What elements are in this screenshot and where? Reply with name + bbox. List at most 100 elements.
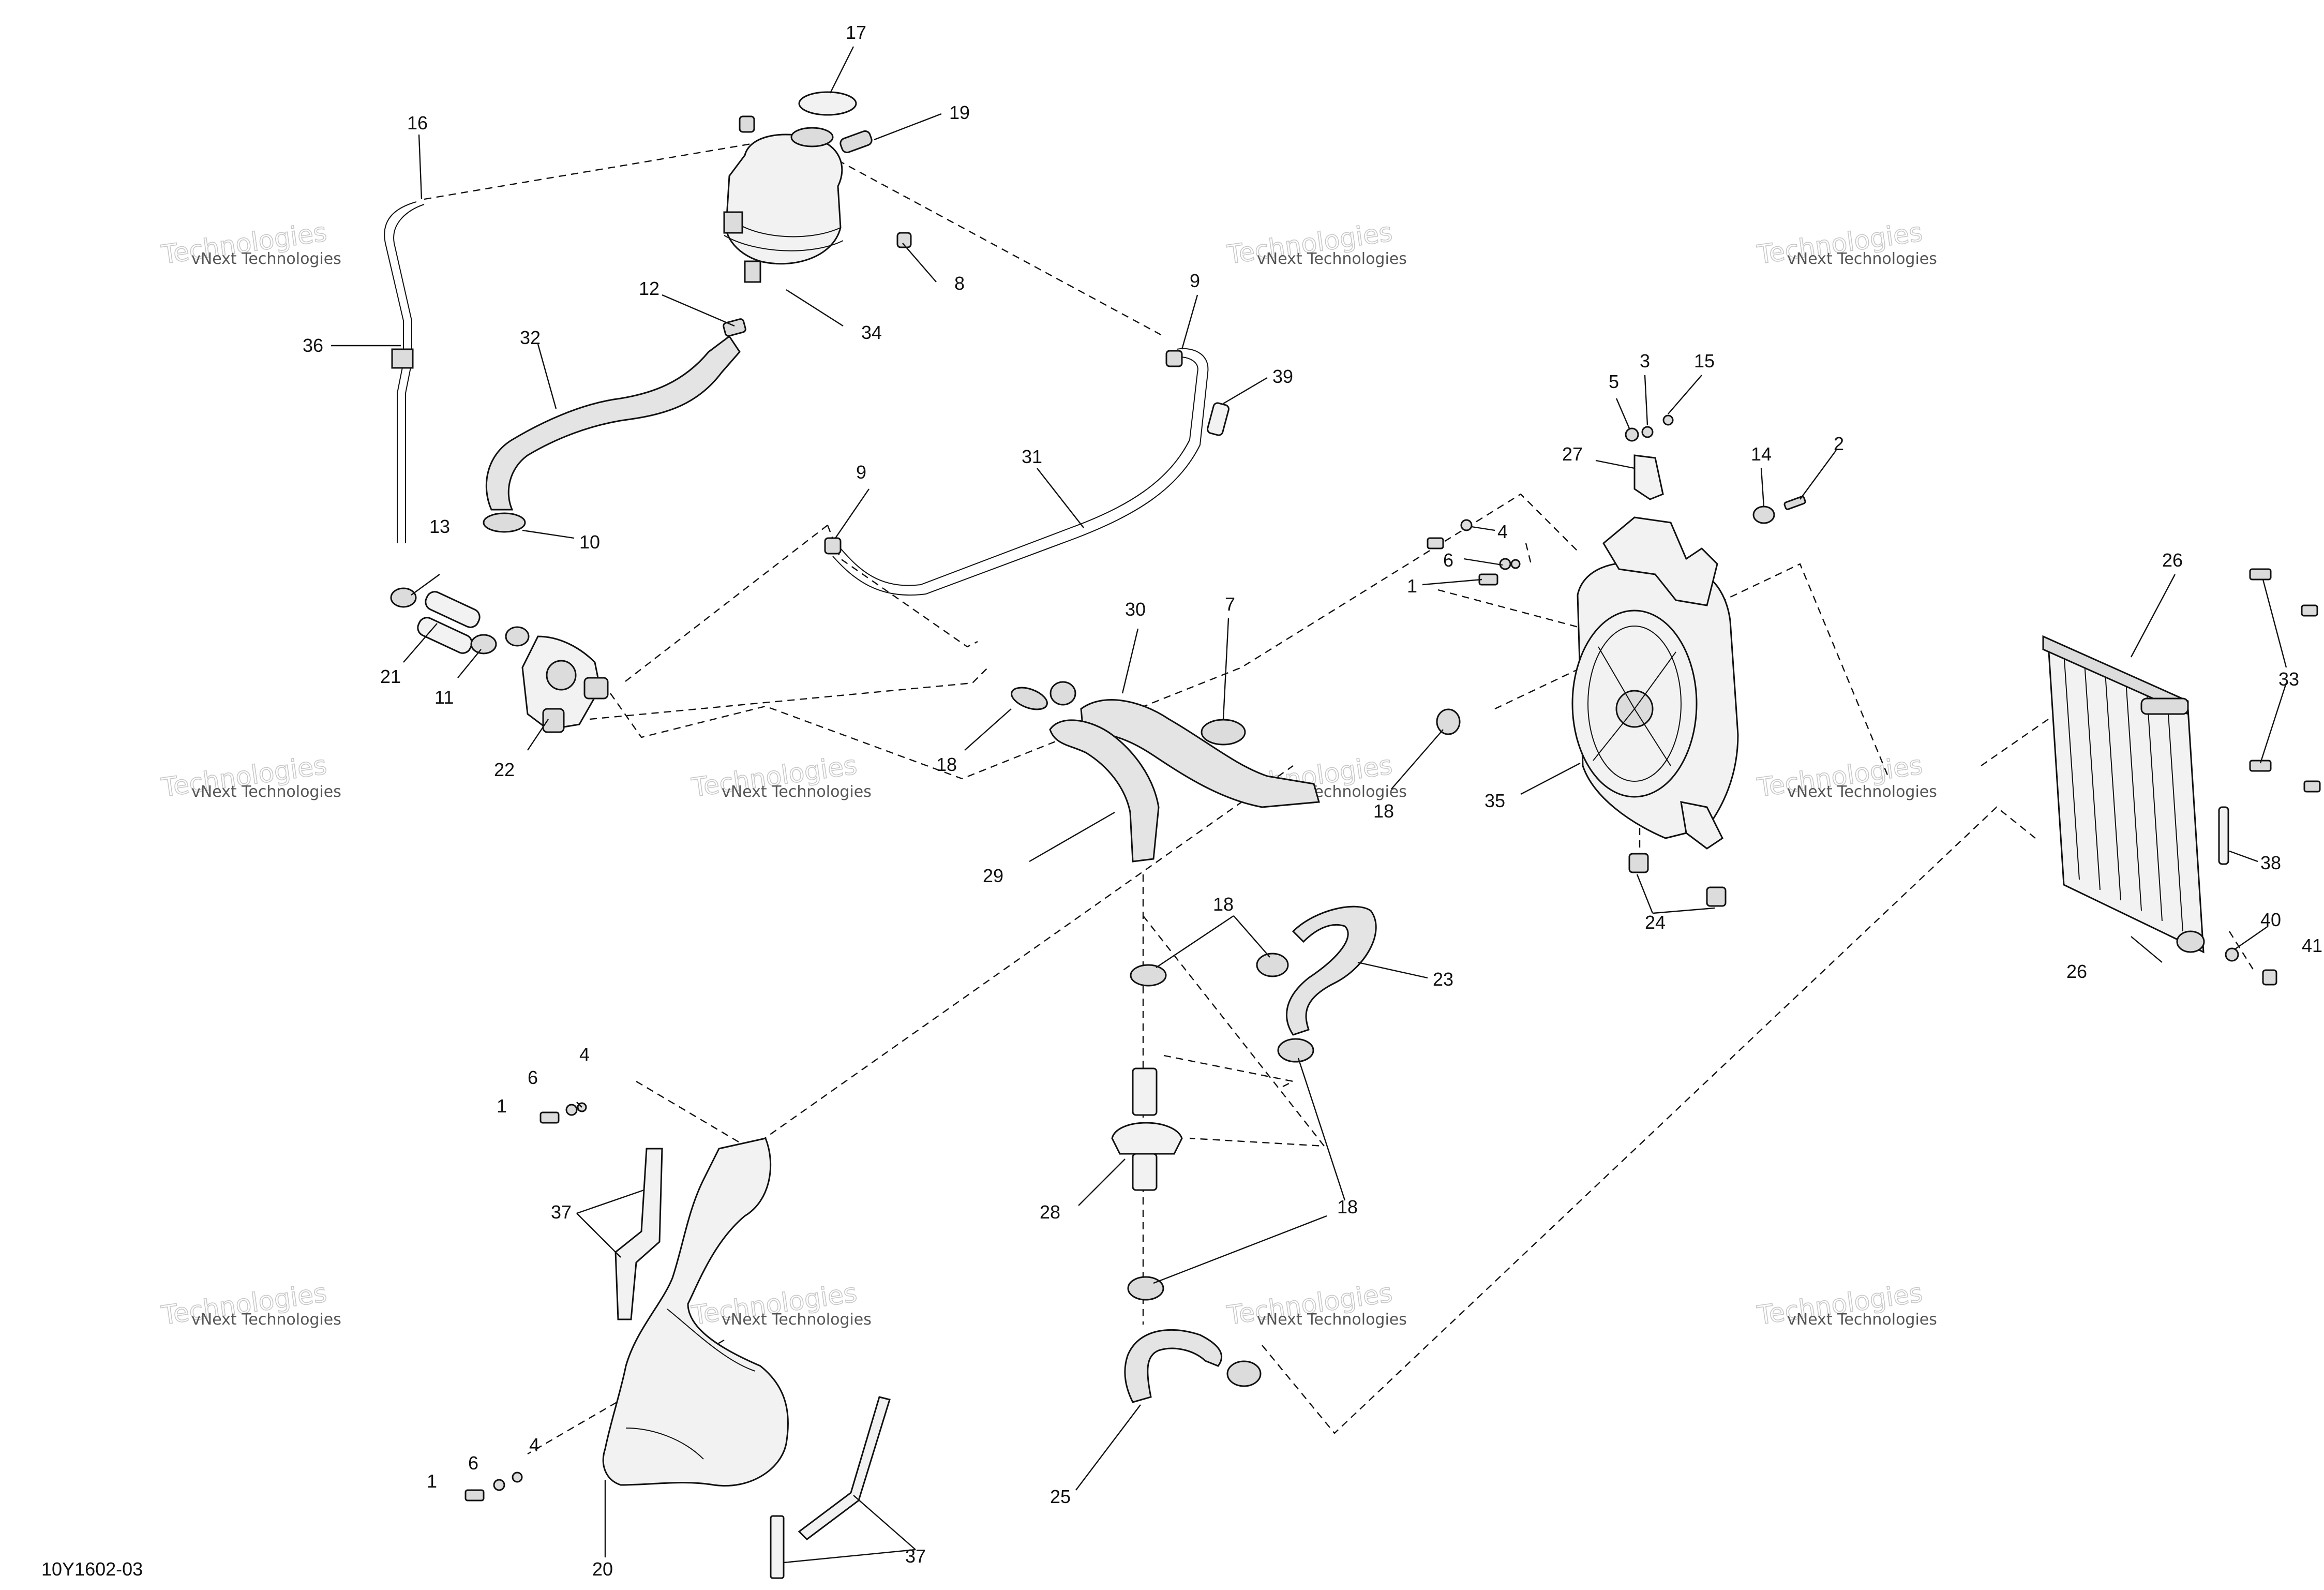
hose-fitting xyxy=(425,591,481,628)
callout-labels: 17 19 16 8 12 34 36 32 9 39 31 9 13 10 2… xyxy=(303,22,2322,1580)
radiator-hose-upper xyxy=(485,335,741,511)
protective-sleeve xyxy=(1207,402,1230,436)
callout-26b: 26 xyxy=(2066,961,2087,982)
callout-2: 2 xyxy=(1834,433,1844,454)
overflow-hose xyxy=(384,201,417,543)
callout-12: 12 xyxy=(639,278,659,299)
washer xyxy=(1460,519,1473,531)
washer xyxy=(2225,947,2239,962)
callout-36: 36 xyxy=(303,335,323,356)
screw xyxy=(739,115,755,133)
coolant-reservoir xyxy=(723,127,844,283)
washer xyxy=(1499,558,1511,570)
bypass-hose xyxy=(840,356,1198,586)
callout-37a: 37 xyxy=(551,1201,572,1223)
callout-31: 31 xyxy=(1022,446,1042,467)
hose-clamp xyxy=(470,634,497,655)
callout-24: 24 xyxy=(1645,912,1666,933)
screw xyxy=(2262,969,2277,986)
parts-layer xyxy=(384,91,2321,1579)
callout-18c: 18 xyxy=(1213,894,1234,915)
radiator-hose-29 xyxy=(1049,719,1160,863)
air-deflector xyxy=(602,1137,789,1487)
callout-1a: 1 xyxy=(1407,575,1417,597)
hose-clamp xyxy=(1256,953,1289,977)
callout-8: 8 xyxy=(954,273,965,294)
watermark: Technologies vNext Technologies xyxy=(689,750,872,804)
callout-38: 38 xyxy=(2260,852,2281,873)
watermark-text: vNext Technologies xyxy=(191,250,341,268)
coolant-hose-23 xyxy=(1286,905,1377,1036)
watermark: Technologies vNext Technologies xyxy=(689,1277,872,1331)
callout-11: 11 xyxy=(434,687,454,708)
callout-27: 27 xyxy=(1562,443,1583,465)
bolt xyxy=(1427,537,1444,549)
hose-clamp xyxy=(824,537,842,555)
clip xyxy=(2301,604,2318,617)
callout-1c: 1 xyxy=(427,1470,437,1492)
watermark: Technologies vNext Technologies xyxy=(1224,217,1407,271)
thermostat-housing xyxy=(521,635,609,733)
callout-22: 22 xyxy=(494,759,515,780)
callout-33: 33 xyxy=(2278,668,2299,690)
callout-6a: 6 xyxy=(1443,549,1453,571)
protective-sleeve xyxy=(2218,806,2229,865)
watermark-text: vNext Technologies xyxy=(1787,250,1937,268)
hose-clamp xyxy=(723,318,746,337)
washer xyxy=(1662,414,1674,426)
clip xyxy=(2303,780,2321,793)
washer xyxy=(493,1479,505,1491)
callout-18d: 18 xyxy=(1337,1196,1358,1217)
watermark: Technologies vNext Technologies xyxy=(159,1277,341,1331)
callout-16: 16 xyxy=(407,112,428,133)
callout-17: 17 xyxy=(846,22,866,43)
watermark-text: vNext Technologies xyxy=(1257,250,1407,268)
washer xyxy=(565,1104,578,1116)
radiator-hose-30 xyxy=(1080,699,1320,808)
callout-9b: 9 xyxy=(856,462,866,483)
rubber-damper xyxy=(1706,886,1727,907)
bolt xyxy=(1478,573,1498,586)
rubber-damper xyxy=(1628,853,1649,873)
callout-13: 13 xyxy=(429,516,450,537)
callout-29: 29 xyxy=(983,865,1003,886)
callout-20: 20 xyxy=(592,1558,613,1580)
callout-41: 41 xyxy=(2302,935,2322,956)
seal-strip xyxy=(798,1396,891,1540)
callout-18b: 18 xyxy=(1373,800,1394,822)
callout-32: 32 xyxy=(520,327,541,348)
hose-clamp xyxy=(390,587,417,608)
hose-clamp xyxy=(483,512,526,533)
fan-bracket xyxy=(1633,454,1664,500)
bolt xyxy=(464,1489,485,1502)
hose-clamp xyxy=(1226,1360,1262,1387)
coolant-hose-25 xyxy=(1124,1329,1223,1403)
callout-4b: 4 xyxy=(579,1044,590,1065)
hose-clamp xyxy=(1127,1276,1164,1301)
bolt xyxy=(1783,496,1806,510)
screw xyxy=(896,232,912,248)
hose-clamp xyxy=(505,626,530,647)
clip xyxy=(2249,760,2272,772)
watermark-text: vNext Technologies xyxy=(722,783,872,801)
callout-6b: 6 xyxy=(528,1067,538,1088)
watermark: Technologies vNext Technologies xyxy=(159,750,341,804)
watermark-text: vNext Technologies xyxy=(1787,1311,1937,1329)
watermark-text: vNext Technologies xyxy=(722,1311,872,1329)
callout-19: 19 xyxy=(949,102,970,123)
callout-4c: 4 xyxy=(529,1434,539,1455)
callout-18a: 18 xyxy=(936,754,957,775)
watermark: Technologies vNext Technologies xyxy=(1755,1277,1937,1331)
callout-14: 14 xyxy=(1751,443,1772,465)
hose-clamp xyxy=(1201,719,1246,746)
callout-40: 40 xyxy=(2260,909,2281,930)
watermark: Technologies vNext Technologies xyxy=(159,217,341,271)
bolt xyxy=(539,1111,560,1124)
callout-35: 35 xyxy=(1485,790,1505,811)
watermark-text: vNext Technologies xyxy=(1787,783,1937,801)
watermark-text: vNext Technologies xyxy=(191,1311,341,1329)
callout-6c: 6 xyxy=(468,1452,478,1474)
watermark-text: vNext Technologies xyxy=(1257,1311,1407,1329)
callout-30: 30 xyxy=(1125,599,1146,620)
